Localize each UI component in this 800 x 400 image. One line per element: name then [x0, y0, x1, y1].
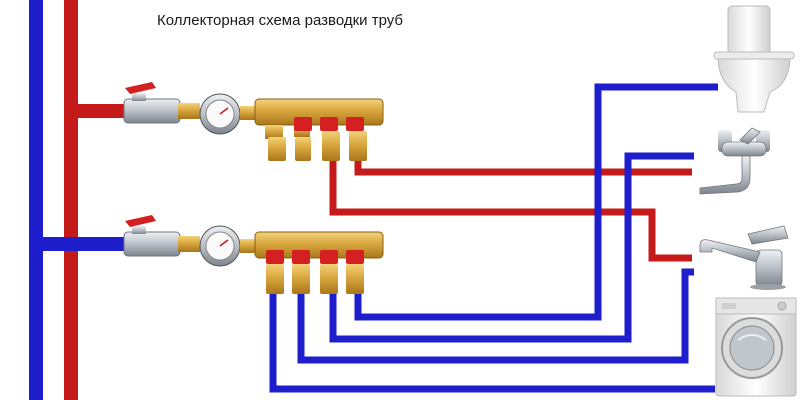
cold-branch-pipe: [29, 237, 130, 251]
hot-line-to-basin-mixer: [329, 160, 692, 262]
hot-manifold: [254, 98, 384, 161]
valve-handle-icon: [125, 82, 156, 94]
hot-water-meter: [178, 93, 262, 135]
cold-line-to-washing-machine: [269, 293, 715, 393]
wall-mixer-icon: [699, 127, 770, 195]
cold-ball-valve: [123, 215, 181, 257]
diagram-title: Коллекторная схема разводки труб: [157, 12, 403, 29]
hot-riser: [64, 0, 78, 400]
hot-branch-pipe: [64, 104, 130, 118]
hot-line-to-wall-mixer: [354, 160, 692, 176]
basin-mixer-icon: [699, 225, 789, 290]
cold-line-to-wall-mixer: [329, 152, 694, 343]
cold-outlets: [269, 83, 718, 393]
valve-handle-icon: [125, 215, 156, 227]
cold-manifold: [254, 231, 384, 294]
cold-line-to-basin-mixer: [297, 268, 694, 364]
hot-ball-valve: [123, 82, 181, 124]
toilet-icon: [713, 5, 795, 113]
cold-line-to-toilet: [354, 83, 718, 321]
hot-outlets: [329, 160, 692, 262]
cold-riser: [29, 0, 43, 400]
washing-machine-icon: [715, 297, 797, 397]
cold-water-meter: [178, 225, 262, 267]
